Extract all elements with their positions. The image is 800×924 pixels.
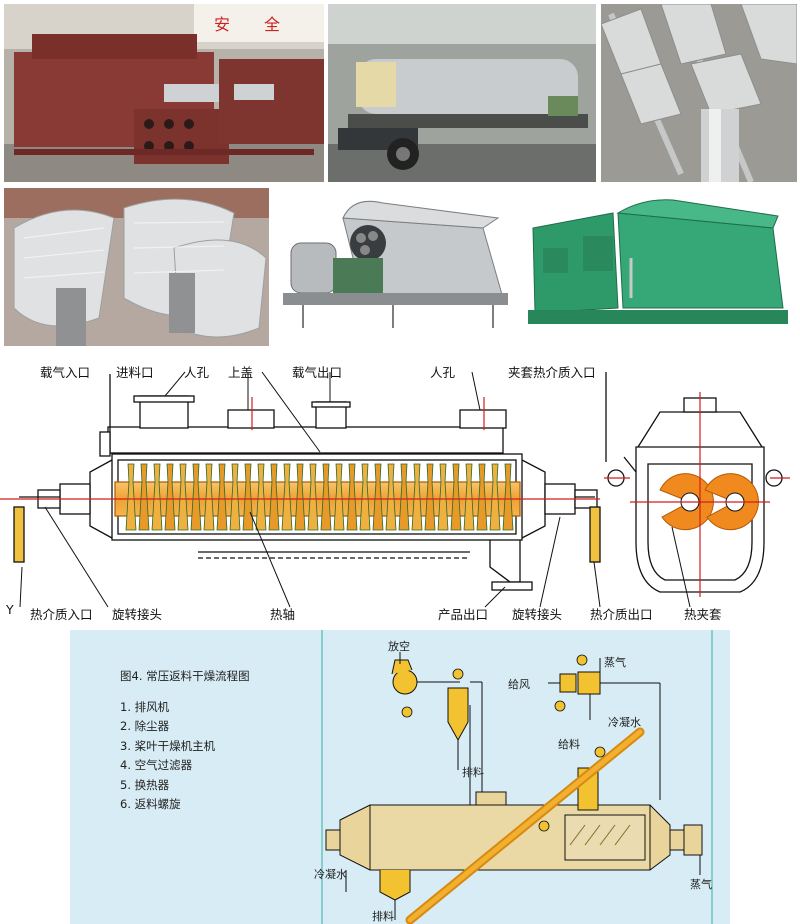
paddle-blade: [203, 463, 215, 531]
label-manhole-right: 人孔: [430, 365, 456, 380]
paddle-blade: [398, 463, 410, 531]
paddle-blade: [164, 463, 176, 531]
paddle-blade: [463, 463, 475, 531]
legend-item: 1. 排风机: [120, 699, 170, 714]
flow-label-steam-bottom: 蒸气: [690, 878, 712, 891]
paddle-blade: [138, 463, 150, 531]
maroon-dryer-photo: 安 全: [4, 4, 324, 182]
flow-diagram: [70, 630, 730, 924]
flow-label-condensate-bottom: 冷凝水: [314, 868, 347, 881]
svg-text:安: 安: [214, 15, 230, 34]
flow-legend: 图4. 常压返料干燥流程图 1. 排风机 2. 除尘器 3. 桨叶干燥机主机 4…: [120, 667, 250, 815]
label-y-mark: Y: [6, 602, 14, 617]
paddle-blade: [190, 463, 202, 531]
label-feed-inlet: 进料口: [116, 365, 154, 380]
label-top-cover: 上盖: [228, 365, 254, 380]
paddle-blade: [151, 463, 163, 531]
paddle-blade: [346, 463, 358, 531]
flow-label-vent: 放空: [388, 640, 410, 653]
paddle-blade: [294, 463, 306, 531]
label-heat-medium-inlet: 热介质入口: [30, 607, 93, 622]
label-rotary-joint-left: 旋转接头: [112, 607, 163, 622]
svg-text:全: 全: [264, 15, 280, 34]
label-hot-jacket: 热夹套: [684, 607, 722, 622]
paddle-blade: [437, 463, 449, 531]
paddle-blade: [255, 463, 267, 531]
paddle-closeup-photo: [4, 188, 269, 346]
paddle-blade: [281, 463, 293, 531]
flow-label-discharge-bottom: 排料: [372, 910, 394, 923]
paddle-blade: [229, 463, 241, 531]
legend-item: 3. 桨叶干燥机主机: [120, 738, 216, 753]
paddle-blade: [177, 463, 189, 531]
paddle-blade: [476, 463, 488, 531]
paddle-blade: [489, 463, 501, 531]
paddle-blade: [359, 463, 371, 531]
paddle-blade: [502, 463, 514, 531]
paddle-shafts-photo: [601, 4, 797, 182]
flow-title: 图4. 常压返料干燥流程图: [120, 669, 250, 683]
label-jacket-inlet: 夹套热介质入口: [508, 365, 596, 380]
legend-item: 5. 换热器: [120, 777, 170, 792]
label-heat-medium-outlet: 热介质出口: [590, 607, 653, 622]
paddle-blade: [268, 463, 280, 531]
label-gas-outlet: 载气出口: [292, 365, 343, 380]
flow-label-feed: 给料: [558, 738, 580, 751]
flow-label-discharge-mid: 排料: [462, 766, 484, 779]
label-hot-shaft: 热轴: [270, 607, 296, 622]
flow-label-condensate-top: 冷凝水: [608, 716, 641, 729]
label-product-outlet: 产品出口: [438, 607, 489, 622]
paddle-blade: [320, 463, 332, 531]
paddle-blade: [307, 463, 319, 531]
label-manhole-left: 人孔: [184, 365, 210, 380]
paddle-blade: [216, 463, 228, 531]
paddle-blade: [385, 463, 397, 531]
paddle-blade: [372, 463, 384, 531]
paddle-blade: [333, 463, 345, 531]
label-gas-inlet: 载气入口: [40, 365, 91, 380]
grey-dryer-open-photo: [273, 188, 519, 346]
paddle-blade: [411, 463, 423, 531]
paddle-blade: [125, 463, 137, 531]
dryer-on-truck-photo: [328, 4, 596, 182]
flow-label-air-supply: 给风: [508, 678, 530, 691]
paddle-blade: [424, 463, 436, 531]
legend-item: 4. 空气过滤器: [120, 758, 193, 772]
paddle-blade: [450, 463, 462, 531]
green-dryers-photo: [523, 188, 797, 346]
paddle-dryer-diagram: [0, 371, 790, 608]
legend-item: 6. 返料螺旋: [120, 797, 181, 811]
label-rotary-joint-right: 旋转接头: [512, 607, 563, 622]
flow-label-steam-top: 蒸气: [604, 656, 626, 669]
legend-item: 2. 除尘器: [120, 719, 170, 733]
